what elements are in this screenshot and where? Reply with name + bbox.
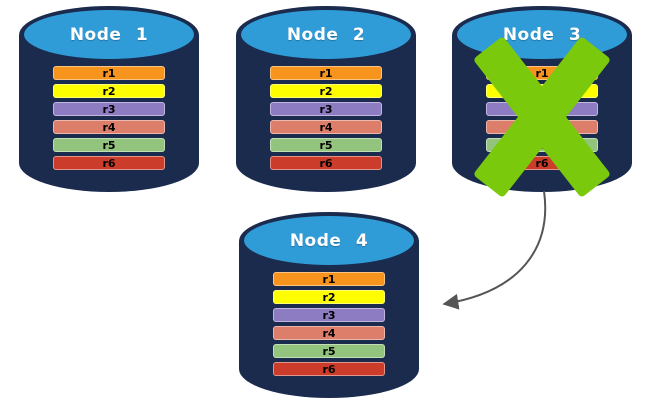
node-label: Node 3 [502, 24, 582, 45]
row-label: r5 [319, 138, 333, 152]
row-label: r3 [102, 102, 116, 116]
row-r4: r4 [270, 120, 382, 134]
row-label: r6 [102, 156, 116, 170]
row-r1: r1 [270, 66, 382, 80]
row-label: r4 [322, 326, 336, 340]
row-r1: r1 [53, 66, 165, 80]
row-r6: r6 [273, 362, 385, 376]
row-label: r1 [535, 66, 549, 80]
node-2: Node 2 r1 r2 r3 r4 r5 r6 [236, 6, 416, 192]
node-1: Node 1 r1 r2 r3 r4 r5 r6 [19, 6, 199, 192]
row-r2: r2 [53, 84, 165, 98]
row-r3: r3 [53, 102, 165, 116]
row-r6: r6 [53, 156, 165, 170]
row-label: r6 [319, 156, 333, 170]
row-stack: r1 r2 r3 r4 r5 r6 [270, 66, 382, 174]
row-label: r5 [322, 344, 336, 358]
row-label: r6 [535, 156, 549, 170]
arrow-curve [442, 190, 547, 310]
row-r2: r2 [270, 84, 382, 98]
row-r3: r3 [273, 308, 385, 322]
row-label: r2 [319, 84, 333, 98]
row-r5: r5 [273, 344, 385, 358]
node-label: Node 1 [69, 24, 149, 45]
node-3: Node 3 r1 r2 r3 r4 r5 r6 [452, 6, 632, 199]
row-label: r6 [322, 362, 336, 376]
row-r5: r5 [53, 138, 165, 152]
row-label: r2 [322, 290, 336, 304]
row-r1: r1 [273, 272, 385, 286]
row-stack: r1 r2 r3 r4 r5 r6 [273, 272, 385, 380]
cylinder-top: Node 1 [24, 10, 194, 59]
node-4: Node 4 r1 r2 r3 r4 r5 r6 [239, 212, 419, 398]
row-label: r4 [102, 120, 116, 134]
node-label: Node 4 [289, 230, 369, 251]
row-r2: r2 [273, 290, 385, 304]
row-label: r4 [319, 120, 333, 134]
row-r4: r4 [273, 326, 385, 340]
row-label: r1 [322, 272, 336, 286]
row-label: r2 [102, 84, 116, 98]
cylinder-top: Node 4 [244, 216, 414, 265]
row-label: r1 [102, 66, 116, 80]
row-r6: r6 [270, 156, 382, 170]
cylinder-top: Node 2 [241, 10, 411, 59]
row-label: r1 [319, 66, 333, 80]
row-r3: r3 [270, 102, 382, 116]
row-label: r5 [102, 138, 116, 152]
row-label: r3 [322, 308, 336, 322]
node-label: Node 2 [286, 24, 366, 45]
row-r4: r4 [53, 120, 165, 134]
row-r5: r5 [270, 138, 382, 152]
failure-x-icon [452, 6, 632, 199]
row-stack: r1 r2 r3 r4 r5 r6 [53, 66, 165, 174]
row-label: r3 [319, 102, 333, 116]
